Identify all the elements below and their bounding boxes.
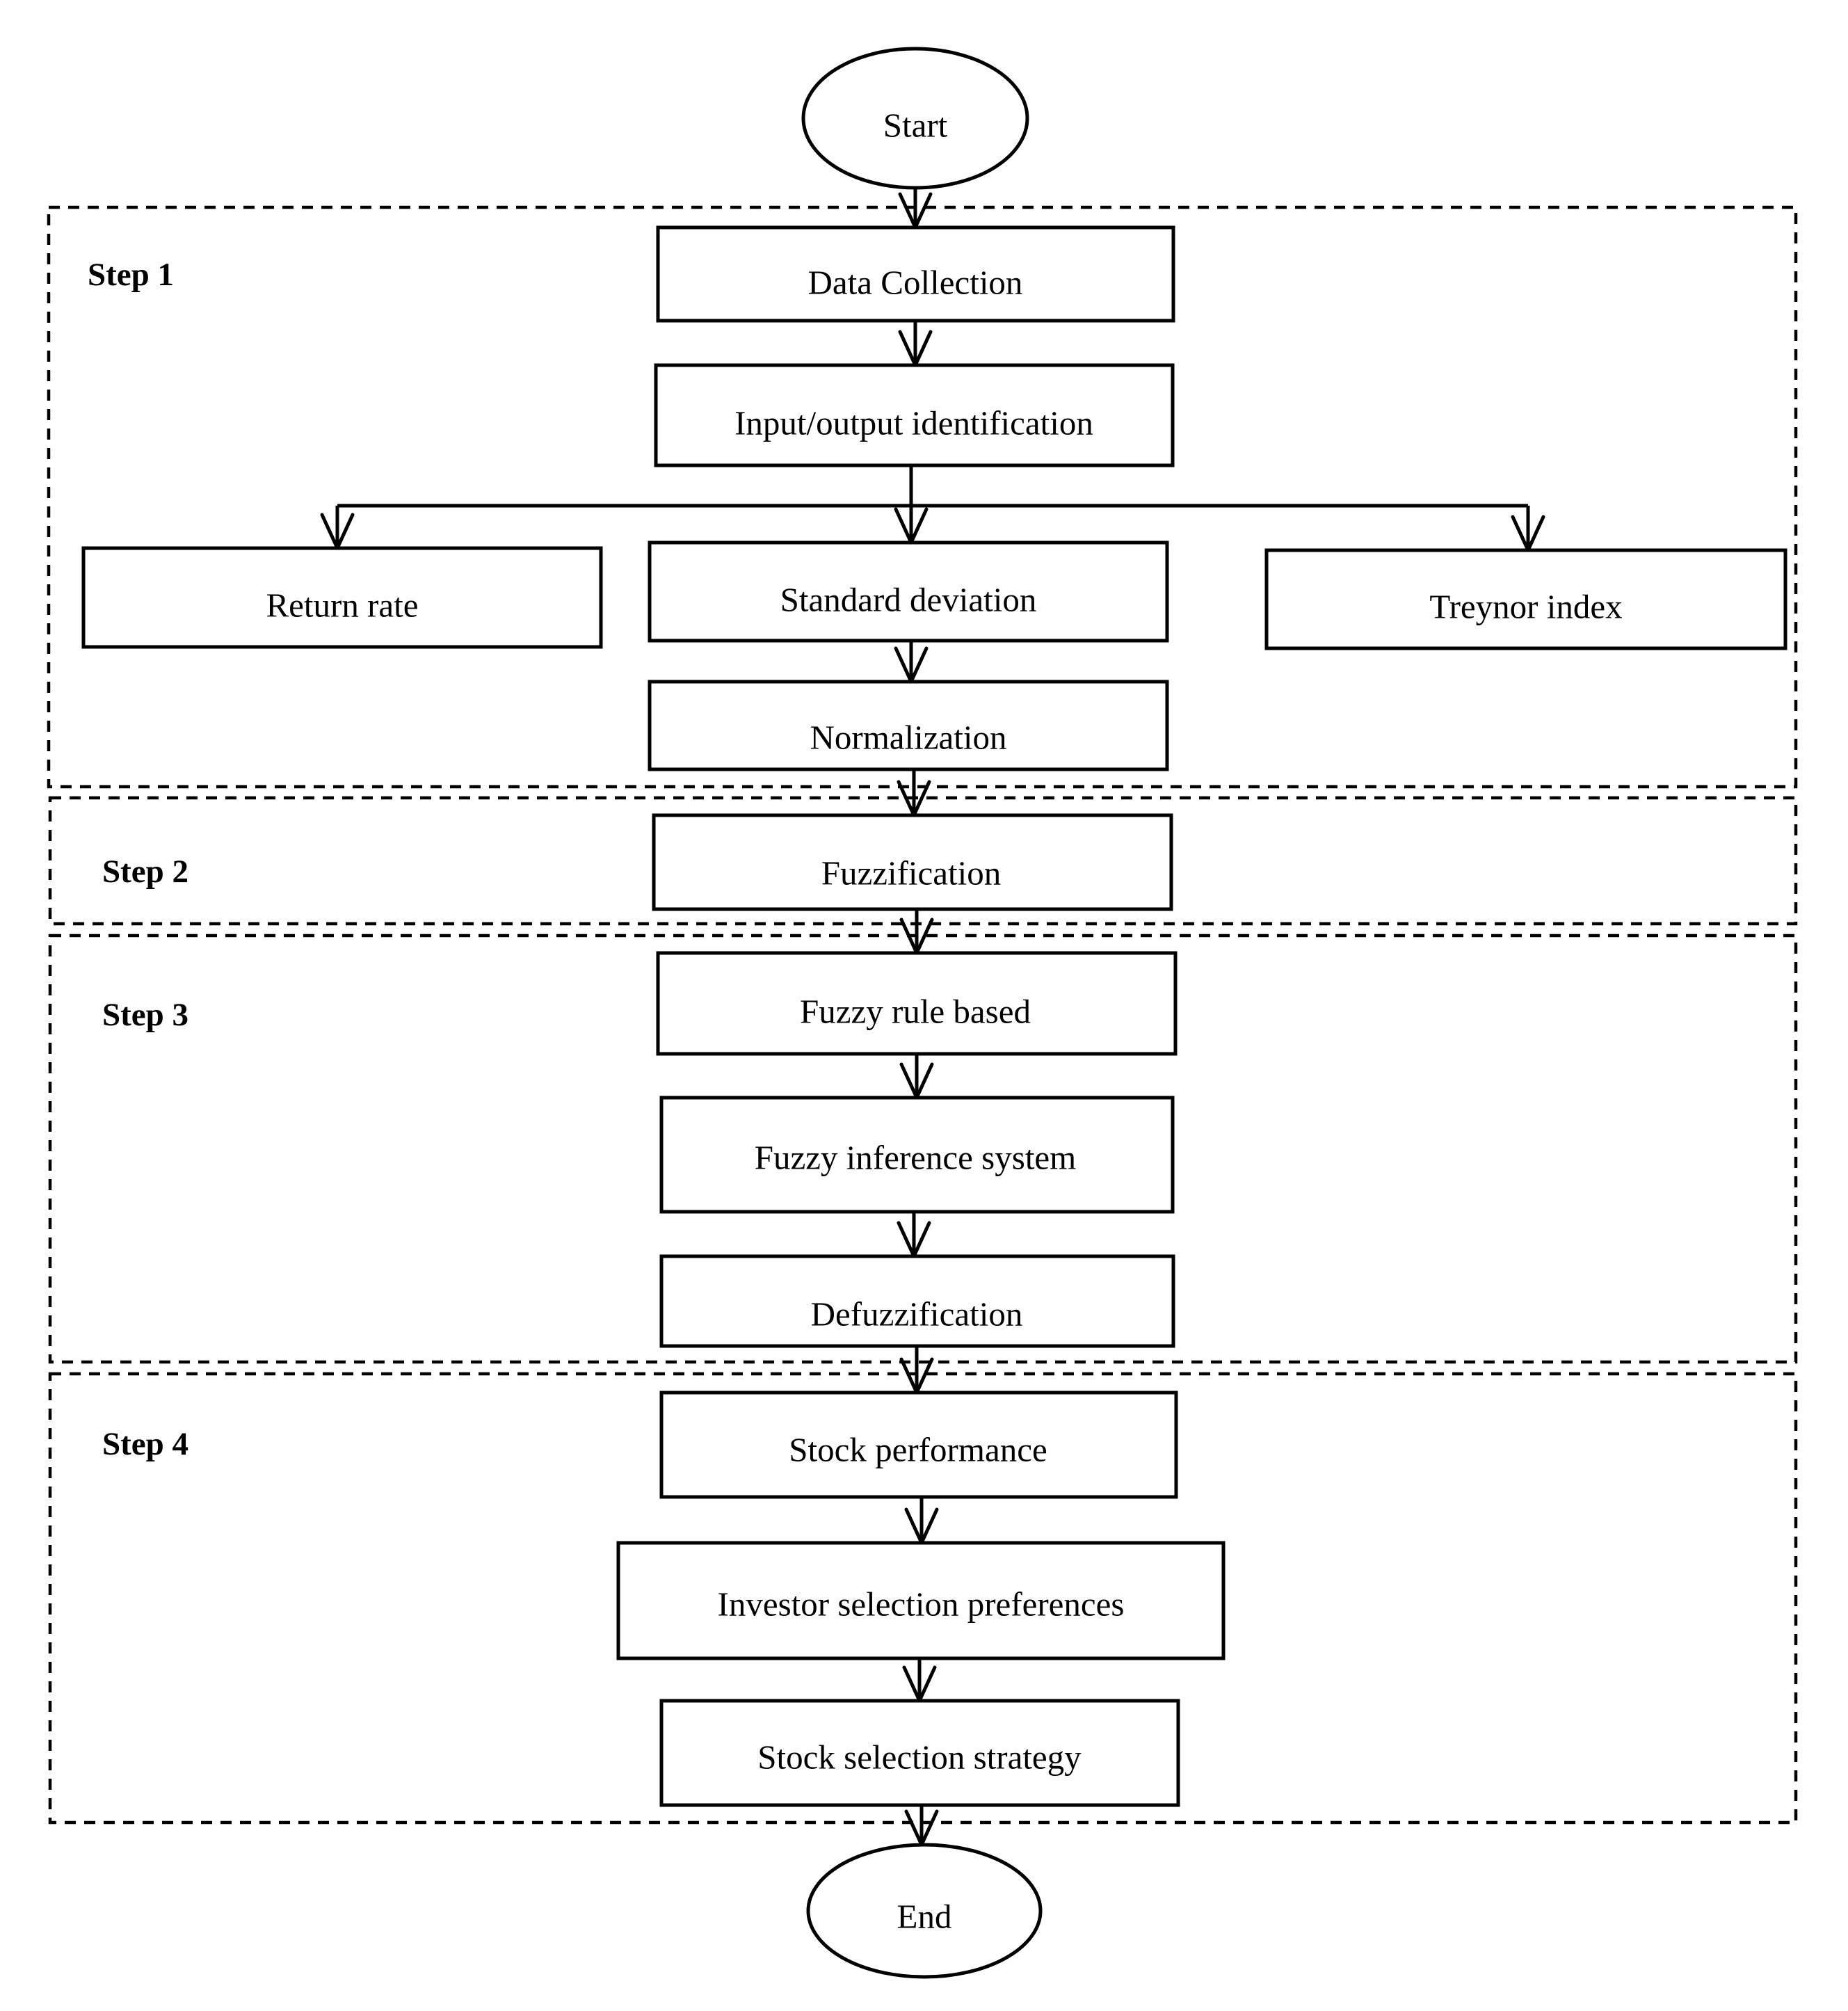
stock-performance-box: Stock performance — [659, 1391, 1178, 1499]
defuzzification-box: Defuzzification — [659, 1254, 1175, 1348]
svg-text:Treynor index: Treynor index — [1429, 588, 1622, 626]
fuzzy-rule-based-box: Fuzzy rule based — [656, 951, 1178, 1056]
svg-text:Data Collection: Data Collection — [808, 264, 1023, 302]
step-3-group — [48, 934, 1798, 1364]
step-4-label: Step 4 — [102, 1426, 188, 1462]
svg-text:Stock performance: Stock performance — [789, 1431, 1047, 1469]
end-node: End — [806, 1843, 1043, 1979]
treynor-index-box: Treynor index — [1264, 548, 1787, 650]
start-label: Start — [883, 106, 948, 145]
standard-deviation-box: Standard deviation — [648, 540, 1169, 643]
svg-text:Standard deviation: Standard deviation — [780, 581, 1037, 619]
svg-text:Fuzzy inference system: Fuzzy inference system — [755, 1139, 1077, 1177]
investor-selection-preferences-box: Investor selection preferences — [616, 1541, 1226, 1660]
step-2-label: Step 2 — [102, 854, 188, 890]
svg-text:Normalization: Normalization — [810, 719, 1006, 757]
svg-text:Input/output identification: Input/output identification — [734, 404, 1093, 442]
step-1-label: Step 1 — [88, 257, 174, 293]
svg-text:Return rate: Return rate — [266, 586, 418, 625]
svg-text:Fuzzification: Fuzzification — [821, 854, 1002, 892]
svg-text:Investor selection preferences: Investor selection preferences — [718, 1585, 1125, 1624]
normalization-box: Normalization — [648, 680, 1169, 771]
step-3-label: Step 3 — [102, 997, 188, 1033]
svg-text:Fuzzy rule based: Fuzzy rule based — [800, 993, 1031, 1031]
end-label: End — [897, 1898, 952, 1936]
step-1-group — [47, 205, 1798, 789]
stock-selection-strategy-box: Stock selection strategy — [659, 1699, 1180, 1807]
start-node: Start — [801, 47, 1029, 190]
svg-text:Stock selection strategy: Stock selection strategy — [757, 1738, 1082, 1777]
return-rate-box: Return rate — [81, 546, 603, 649]
data-collection-box: Data Collection — [656, 225, 1175, 323]
io-identification-box: Input/output identification — [654, 363, 1175, 467]
fuzzy-inference-system-box: Fuzzy inference system — [659, 1096, 1175, 1214]
fuzzification-box: Fuzzification — [652, 813, 1173, 911]
svg-text:Defuzzification: Defuzzification — [811, 1295, 1023, 1333]
